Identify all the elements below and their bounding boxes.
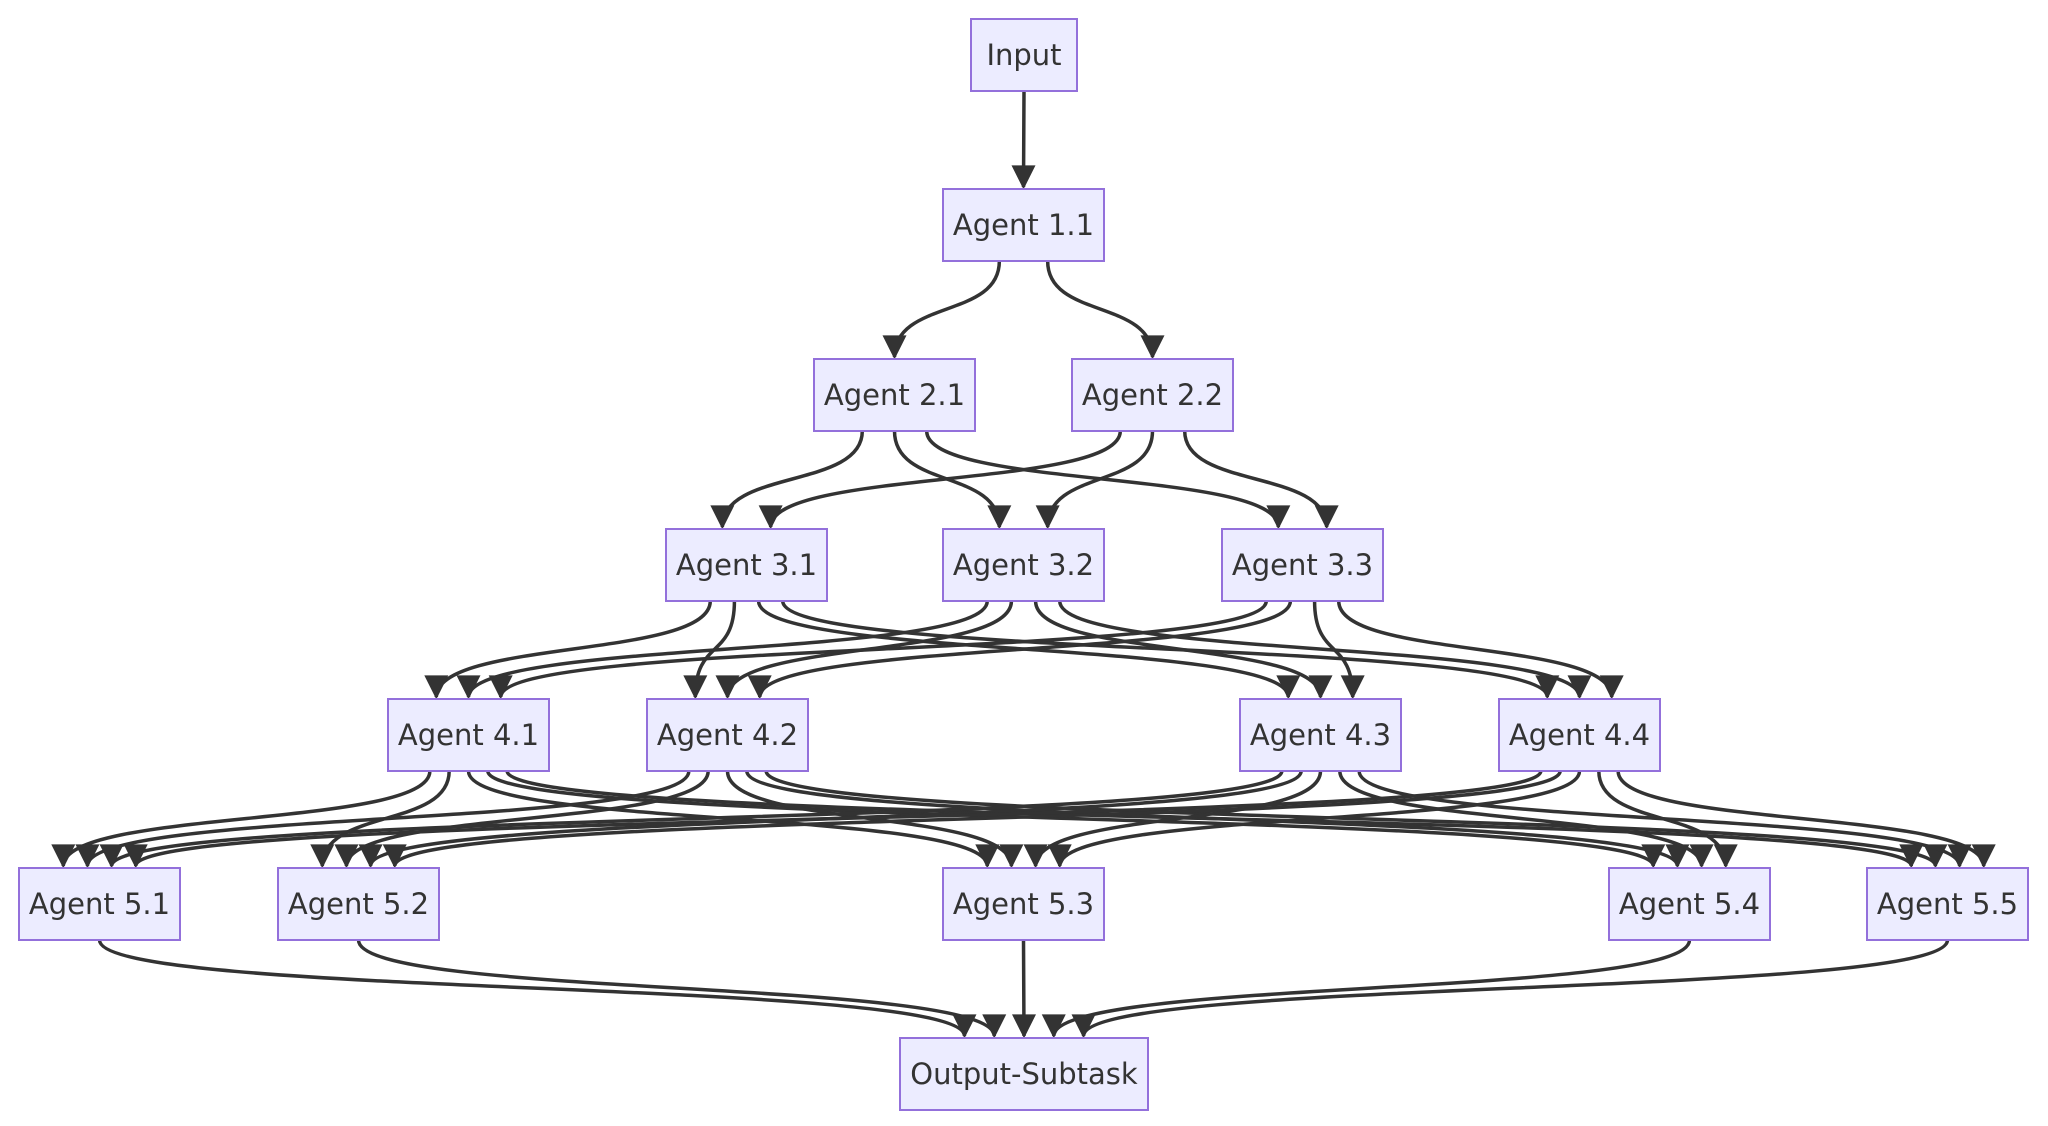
edge-a33-to-a42 [747, 600, 1293, 700]
node-label: Agent 2.2 [1082, 378, 1223, 412]
edge-a44-to-a53 [1047, 770, 1582, 869]
node-label: Agent 4.2 [657, 718, 798, 752]
node-a53[interactable]: Agent 5.3 [942, 867, 1105, 941]
node-box [942, 528, 1105, 602]
node-a42[interactable]: Agent 4.2 [646, 698, 809, 772]
edge-a51-to-output [97, 939, 977, 1039]
node-box [1608, 867, 1771, 941]
node-box [942, 188, 1105, 262]
node-label: Output-Subtask [910, 1057, 1138, 1091]
edge-a53-to-output [1011, 939, 1036, 1039]
edge-a54-to-output [1041, 939, 1692, 1039]
edge-a43-to-a51 [100, 770, 1284, 869]
edge-a33-to-a44 [1336, 600, 1624, 700]
edge-a33-to-a41 [488, 600, 1269, 700]
edge-a33-to-a43 [1312, 600, 1365, 700]
edge-a42-to-a54 [745, 770, 1690, 869]
edge-a32-to-a43 [1033, 600, 1333, 700]
node-label: Agent 5.2 [288, 887, 429, 921]
edge-a22-to-a31 [758, 430, 1123, 530]
node-output[interactable]: Output-Subtask [899, 1037, 1149, 1111]
node-a55[interactable]: Agent 5.5 [1866, 867, 2029, 941]
node-a51[interactable]: Agent 5.1 [18, 867, 181, 941]
edge-a44-to-a52 [383, 770, 1562, 869]
edges-layer [51, 90, 1996, 1039]
node-box [277, 867, 440, 941]
edge-a55-to-output [1071, 939, 1950, 1039]
node-box [1221, 528, 1384, 602]
edge-a31-to-a44 [780, 600, 1560, 700]
node-box [1866, 867, 2029, 941]
node-label: Agent 3.2 [953, 548, 1094, 582]
node-box [1239, 698, 1402, 772]
node-box [899, 1037, 1149, 1111]
edge-a11-to-a22 [1045, 260, 1165, 360]
node-label: Agent 4.3 [1250, 718, 1391, 752]
node-a32[interactable]: Agent 3.2 [942, 528, 1105, 602]
edge-a44-to-a51 [124, 770, 1543, 869]
node-label: Agent 4.1 [398, 718, 539, 752]
node-box [970, 18, 1078, 92]
edge-a42-to-a55 [764, 770, 1947, 869]
edge-a44-to-a54 [1597, 770, 1738, 869]
node-a54[interactable]: Agent 5.4 [1608, 867, 1771, 941]
node-box [942, 867, 1105, 941]
node-label: Agent 2.1 [824, 378, 965, 412]
edge-a31-to-a41 [424, 600, 713, 700]
node-box [646, 698, 809, 772]
node-a31[interactable]: Agent 3.1 [665, 528, 828, 602]
node-a41[interactable]: Agent 4.1 [387, 698, 550, 772]
node-label: Agent 5.1 [29, 887, 170, 921]
node-box [813, 358, 976, 432]
edge-a43-to-a54 [1338, 770, 1714, 869]
edge-a11-to-a21 [882, 260, 1002, 360]
node-label: Agent 4.4 [1509, 718, 1650, 752]
node-label: Agent 5.4 [1619, 887, 1760, 921]
node-box [665, 528, 828, 602]
node-box [387, 698, 550, 772]
edge-a44-to-a55 [1616, 770, 1996, 869]
edge-a41-to-a54 [486, 770, 1665, 869]
node-input[interactable]: Input [970, 18, 1078, 92]
node-label: Agent 3.3 [1232, 548, 1373, 582]
node-a33[interactable]: Agent 3.3 [1221, 528, 1384, 602]
node-a22[interactable]: Agent 2.2 [1071, 358, 1234, 432]
node-a43[interactable]: Agent 4.3 [1239, 698, 1402, 772]
node-box [1071, 358, 1234, 432]
node-label: Agent 1.1 [953, 208, 1094, 242]
node-a52[interactable]: Agent 5.2 [277, 867, 440, 941]
node-a11[interactable]: Agent 1.1 [942, 188, 1105, 262]
node-a21[interactable]: Agent 2.1 [813, 358, 976, 432]
edge-a22-to-a33 [1182, 430, 1339, 530]
edge-a32-to-a44 [1057, 600, 1592, 700]
edge-a52-to-output [356, 939, 1007, 1039]
node-box [18, 867, 181, 941]
edge-a22-to-a32 [1035, 430, 1155, 530]
node-label: Agent 5.5 [1877, 887, 2018, 921]
node-box [1498, 698, 1661, 772]
node-a44[interactable]: Agent 4.4 [1498, 698, 1661, 772]
edge-input-to-a11 [1011, 90, 1036, 190]
edge-a21-to-a31 [710, 430, 865, 530]
node-label: Agent 5.3 [953, 887, 1094, 921]
node-label: Input [986, 38, 1061, 72]
node-label: Agent 3.1 [676, 548, 817, 582]
